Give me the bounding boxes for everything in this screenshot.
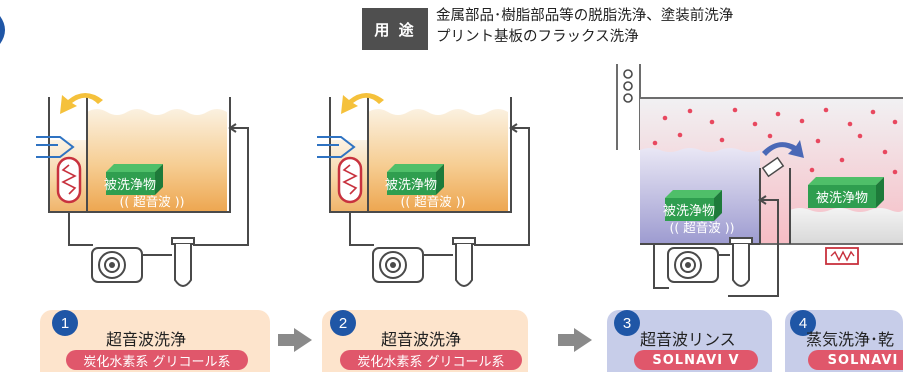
pump-icon <box>667 247 719 283</box>
vapor-chamber <box>616 64 903 297</box>
step-title-2: 超音波洗浄 <box>381 330 462 349</box>
heater-icon <box>337 156 363 204</box>
heater-icon <box>56 156 82 204</box>
work-label-tank2: 被洗浄物 <box>385 178 437 193</box>
pump-icon <box>91 247 143 283</box>
usage-line-2: プリント基板のフラックス洗浄 <box>436 29 639 45</box>
solvent-pill-1: 炭化水素系 グリコール系 <box>66 350 248 370</box>
cooling-coil-icon <box>36 136 75 158</box>
tank-1 <box>36 93 249 287</box>
heater-icon <box>825 247 859 265</box>
usage-description: 金属部品･樹脂部品等の脱脂洗浄、塗装前洗浄 プリント基板のフラックス洗浄 <box>436 6 733 48</box>
ultrasonic-label-tank1: (( 超音波 )) <box>120 194 185 209</box>
usage-line-1: 金属部品･樹脂部品等の脱脂洗浄、塗装前洗浄 <box>436 8 734 24</box>
tank-2 <box>317 93 530 287</box>
work-label-tank1: 被洗浄物 <box>104 178 156 193</box>
step-title-4: 蒸気洗浄･乾 <box>806 330 895 349</box>
exhaust-duct-icon <box>616 64 641 150</box>
filter-icon <box>171 237 195 287</box>
gray-arrow-icon <box>558 328 592 352</box>
cooling-coil-icon <box>317 136 356 158</box>
step-number-4: 4 <box>790 310 816 336</box>
usage-badge: 用 途 <box>362 8 428 50</box>
step-number-1: 1 <box>52 310 78 336</box>
work-label-tank4: 被洗浄物 <box>816 191 868 206</box>
ultrasonic-label-tank3: (( 超音波 )) <box>670 220 735 235</box>
solvent-pill-2: 炭化水素系 グリコール系 <box>340 350 522 370</box>
step-number-2: 2 <box>330 310 356 336</box>
blue-transfer-arrow <box>762 140 804 158</box>
gray-arrow-icon <box>278 328 312 352</box>
left-edge-mark <box>0 16 5 44</box>
filter-icon <box>729 237 753 287</box>
solvent-pill-3: SOLNAVI V <box>634 350 758 370</box>
filter-icon <box>452 237 476 287</box>
step-title-3: 超音波リンス <box>640 330 736 349</box>
pump-icon <box>372 247 424 283</box>
yellow-overflow-arrow <box>60 93 103 114</box>
solvent-pill-4: SOLNAVI <box>808 350 903 370</box>
work-label-tank3: 被洗浄物 <box>663 204 715 219</box>
yellow-overflow-arrow <box>341 93 384 114</box>
step-title-1: 超音波洗浄 <box>106 330 187 349</box>
step-number-3: 3 <box>614 310 640 336</box>
ultrasonic-label-tank2: (( 超音波 )) <box>401 194 466 209</box>
